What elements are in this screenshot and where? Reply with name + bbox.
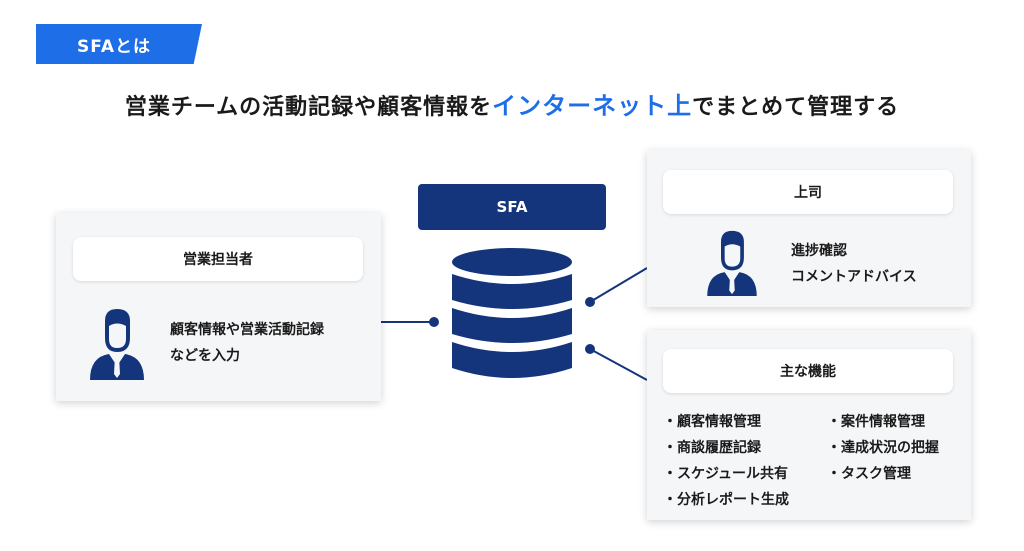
- section-tag: SFAとは: [36, 24, 202, 64]
- sales-rep-line1: 顧客情報や営業活動記録: [170, 322, 324, 338]
- features-list-left: ・顧客情報管理 ・商談履歴記録 ・スケジュール共有 ・分析レポート生成: [663, 409, 789, 513]
- feature-item: ・商談履歴記録: [663, 440, 761, 456]
- feature-item: ・スケジュール共有: [663, 466, 789, 482]
- person-icon: [90, 309, 144, 380]
- boss-title-box: 上司: [663, 170, 953, 214]
- sales-rep-card: 営業担当者 顧客情報や営業活動記録 などを入力: [56, 213, 381, 401]
- boss-title: 上司: [794, 185, 822, 201]
- boss-line1: 進捗確認: [791, 243, 847, 259]
- person-icon: [707, 230, 757, 296]
- headline: 営業チームの活動記録や顧客情報をインターネット上でまとめて管理する: [0, 86, 1024, 121]
- connector-boss-line: [589, 267, 648, 303]
- section-tag-label: SFAとは: [76, 36, 152, 57]
- feature-item: ・達成状況の把握: [827, 440, 939, 456]
- boss-card: 上司 進捗確認 コメントアドバイス: [647, 150, 971, 307]
- sfa-label-box: SFA: [418, 184, 606, 230]
- connector-boss-dot: [585, 297, 595, 307]
- sales-rep-title-box: 営業担当者: [73, 237, 363, 281]
- sales-rep-line2: などを入力: [170, 348, 240, 364]
- features-title-box: 主な機能: [663, 349, 953, 393]
- connector-features-line: [589, 348, 648, 381]
- features-title: 主な機能: [780, 364, 836, 380]
- connector-sales-dot: [429, 317, 439, 327]
- feature-item: ・タスク管理: [827, 466, 911, 482]
- headline-after: でまとめて管理する: [692, 95, 900, 120]
- sales-rep-title: 営業担当者: [183, 252, 253, 268]
- features-card: 主な機能 ・顧客情報管理 ・商談履歴記録 ・スケジュール共有 ・分析レポート生成…: [647, 330, 971, 520]
- feature-item: ・案件情報管理: [827, 414, 925, 430]
- feature-item: ・顧客情報管理: [663, 414, 761, 430]
- headline-highlight: インターネット上: [492, 92, 693, 120]
- feature-item: ・分析レポート生成: [663, 492, 789, 508]
- sfa-label: SFA: [496, 198, 528, 216]
- boss-line2: コメントアドバイス: [791, 269, 917, 285]
- features-list-right: ・案件情報管理 ・達成状況の把握 ・タスク管理: [827, 409, 939, 487]
- connector-features-dot: [585, 344, 595, 354]
- database-icon: [452, 248, 572, 378]
- headline-before: 営業チームの活動記録や顧客情報を: [124, 95, 493, 120]
